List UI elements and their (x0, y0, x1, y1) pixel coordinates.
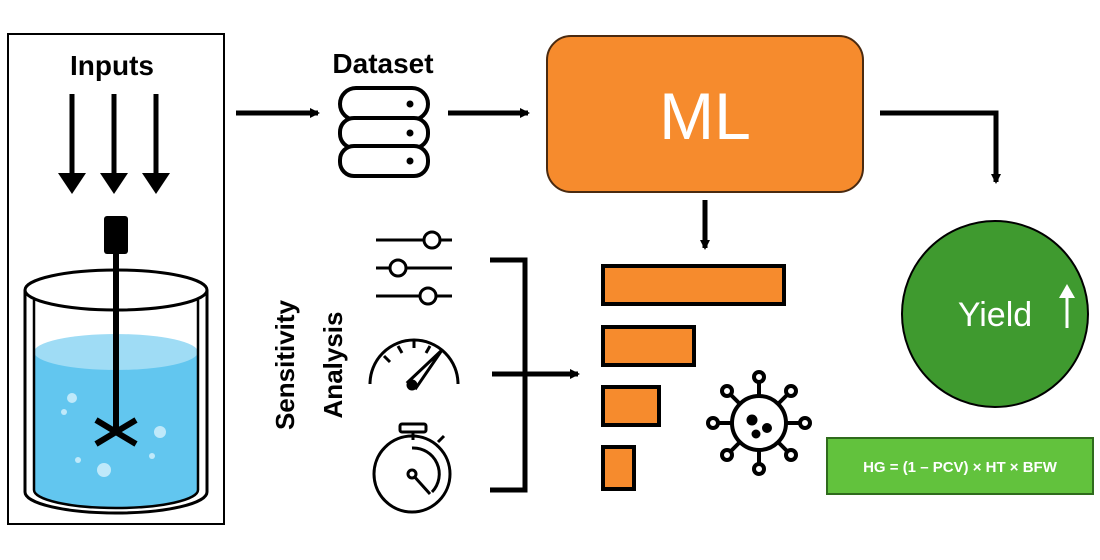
arrow-to-yield (880, 110, 1001, 184)
ml-label: ML (659, 79, 751, 153)
inputs-label: Inputs (70, 50, 154, 81)
importance-bar-4 (601, 445, 636, 491)
virus-icon (706, 370, 812, 476)
arrow-up-icon (1059, 284, 1075, 328)
importance-bar-3 (601, 385, 661, 427)
yield-label: Yield (958, 296, 1032, 334)
dataset-label: Dataset (332, 48, 433, 79)
analysis-label: Analysis (318, 312, 348, 419)
ml-box (546, 35, 864, 193)
importance-bar-2 (601, 325, 696, 367)
database-icon (338, 86, 430, 178)
importance-bar-1 (601, 264, 786, 306)
formula-box (826, 437, 1094, 495)
yield-circle (901, 220, 1089, 408)
stopwatch-icon (372, 422, 452, 514)
input-arrows (58, 94, 170, 194)
feature-importance-bars (601, 264, 786, 491)
formula-label: HG = (1 – PCV) × HT × BFW (863, 459, 1058, 476)
speedometer-icon (368, 338, 460, 391)
sensitivity-label: Sensitivity (270, 299, 300, 430)
sliders-icon (376, 230, 452, 306)
stirred-tank-reactor-icon (23, 216, 209, 515)
